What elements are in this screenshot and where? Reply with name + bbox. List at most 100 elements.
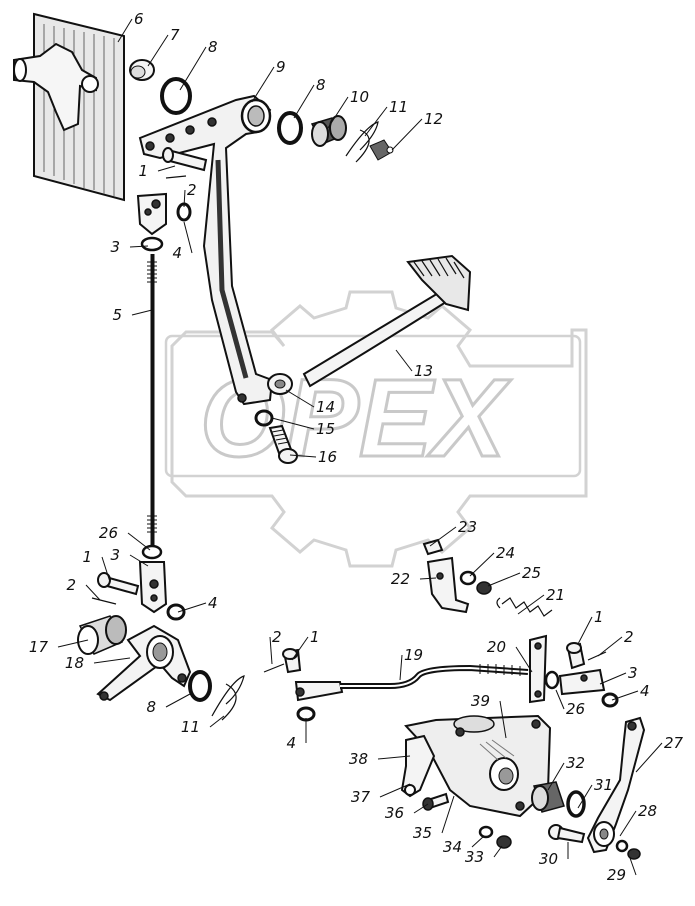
callout-leader-c39	[499, 700, 507, 739]
callout-label-c7: 7	[170, 26, 180, 44]
callout-leader-c23	[429, 526, 457, 547]
callout-leader-c3c	[599, 672, 627, 685]
callout-label-c2b: 2	[66, 576, 76, 594]
callout-label-c14: 14	[316, 398, 335, 416]
callout-leader-c16	[289, 454, 317, 458]
callout-leader-c36	[413, 803, 429, 814]
part-connecting-rod	[294, 664, 529, 702]
callout-label-c25: 25	[522, 564, 541, 582]
part-bushing	[310, 115, 347, 147]
callout-leader-c1b	[101, 556, 111, 583]
part-link-20	[529, 634, 548, 704]
callout-leader-c11a	[364, 106, 388, 137]
callout-label-c23: 23	[458, 518, 477, 536]
callout-leader-c2b	[85, 584, 101, 601]
callout-leader-c33	[493, 845, 503, 858]
callout-leader-c31	[577, 784, 593, 809]
part-pedal-lever	[138, 94, 274, 406]
callout-label-c11a: 11	[389, 98, 408, 116]
callout-label-c19: 19	[404, 646, 423, 664]
part-clevis-pin-lower-left	[97, 572, 140, 596]
callout-leader-c2c	[269, 636, 273, 665]
callout-leader-c8c	[165, 693, 191, 708]
callout-leader-c20	[515, 646, 533, 673]
callout-label-c11b: 11	[181, 718, 200, 736]
part-clevis-lower-left	[138, 561, 168, 614]
callout-leader-c15	[271, 417, 315, 430]
part-washer-upper-left	[160, 77, 192, 115]
part-return-spring	[496, 597, 553, 617]
callout-leader-c3b	[129, 554, 149, 567]
part-pull-rod	[147, 254, 157, 546]
callout-label-c4d: 4	[640, 682, 650, 700]
callout-leader-c32	[547, 762, 565, 791]
callout-leader-c1c	[291, 636, 309, 661]
callout-leader-c26a	[127, 532, 151, 551]
callout-leader-c22	[419, 577, 437, 580]
callout-label-c30: 30	[539, 850, 558, 868]
callout-label-c1c: 1	[310, 628, 320, 646]
part-clevis-pin-lower-right	[566, 642, 586, 670]
callout-leader-c4d	[611, 690, 639, 701]
callout-leader-c34	[471, 835, 485, 848]
part-lever-18	[96, 624, 192, 702]
part-cotter-pin-mid	[263, 663, 285, 673]
callout-label-c16: 16	[318, 448, 337, 466]
callout-label-c3c: 3	[628, 664, 638, 682]
callout-label-c22: 22	[391, 570, 410, 588]
callout-leader-c1a	[157, 165, 176, 172]
part-spring-clip-lower	[211, 675, 245, 721]
callout-leader-c19	[399, 654, 403, 681]
callout-label-c1b: 1	[82, 548, 92, 566]
callout-leader-c26b	[555, 689, 565, 710]
callout-label-c18: 18	[65, 654, 84, 672]
part-washer-upper-right	[277, 111, 303, 145]
callout-label-c15: 15	[316, 420, 335, 438]
callout-leader-c2d	[597, 636, 623, 657]
part-bracket-22	[426, 556, 470, 614]
callout-leader-c29	[629, 857, 637, 876]
part-cotter-pin-lower-right	[587, 651, 607, 661]
part-bolt-36	[422, 792, 450, 811]
part-bushing-32	[531, 781, 565, 813]
part-lever-27	[586, 716, 646, 854]
part-nut-33	[496, 835, 512, 849]
callout-leader-c5	[131, 309, 153, 316]
callout-label-c20: 20	[487, 638, 506, 656]
part-clevis-pin-mid	[282, 648, 302, 674]
callout-leader-c10	[327, 96, 349, 129]
callout-label-c3a: 3	[110, 238, 120, 256]
callout-label-c13: 13	[414, 362, 433, 380]
callout-leader-c18	[93, 657, 131, 664]
callout-label-c38: 38	[349, 750, 368, 768]
callout-leader-c38	[377, 755, 411, 760]
callout-leader-c13	[395, 349, 413, 372]
callout-leader-c14	[285, 389, 315, 408]
part-plug	[129, 59, 155, 81]
callout-label-c5: 5	[112, 306, 122, 324]
part-washer-lower-left	[166, 603, 186, 621]
callout-leader-c4b	[177, 602, 207, 613]
callout-label-c2d: 2	[624, 628, 634, 646]
callout-label-c27: 27	[664, 734, 684, 752]
callout-label-c4b: 4	[208, 594, 218, 612]
callout-leader-c8a	[179, 46, 207, 91]
callout-label-c9: 9	[276, 58, 286, 76]
part-washer-24	[459, 570, 477, 586]
callout-label-c4a: 4	[172, 244, 182, 262]
callout-label-c32: 32	[566, 754, 585, 772]
part-washer-lower-right	[601, 692, 619, 708]
callout-label-c39: 39	[471, 692, 490, 710]
callout-label-c6: 6	[134, 10, 144, 28]
callout-label-c1d: 1	[594, 608, 604, 626]
callout-label-c37: 37	[351, 788, 371, 806]
part-lever-37	[400, 734, 436, 798]
part-pedal-pad	[302, 254, 472, 388]
callout-leader-c3a	[129, 245, 149, 248]
callout-leader-c4a	[183, 221, 193, 254]
callout-label-c35: 35	[413, 824, 432, 842]
callout-leader-c2a	[183, 189, 186, 208]
part-clevis-pin-upper	[162, 147, 208, 179]
callout-label-c26b: 26	[566, 700, 585, 718]
